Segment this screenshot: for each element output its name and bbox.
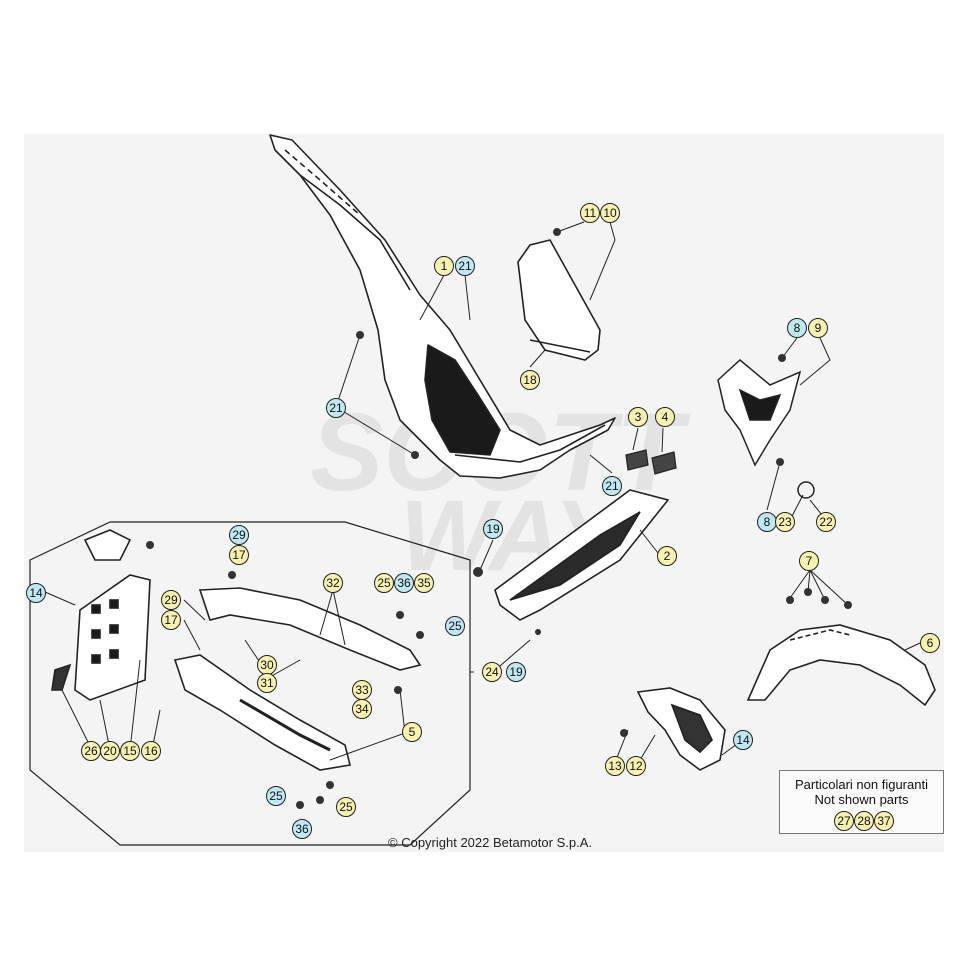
part-callout-25[interactable]: 25 <box>266 786 286 806</box>
subframe-part <box>494 489 670 621</box>
part-callout-35[interactable]: 35 <box>414 573 434 593</box>
part-callout-20[interactable]: 20 <box>100 741 120 761</box>
part-callout-30[interactable]: 30 <box>257 655 277 675</box>
part-callout-14[interactable]: 14 <box>733 730 753 750</box>
part-callout-6[interactable]: 6 <box>920 633 940 653</box>
part-callout-23[interactable]: 23 <box>775 512 795 532</box>
small-plates <box>625 449 677 475</box>
diagram-background <box>24 134 944 852</box>
part-callout-25[interactable]: 25 <box>336 797 356 817</box>
part-callout-26[interactable]: 26 <box>81 741 101 761</box>
part-callout-21[interactable]: 21 <box>602 476 622 496</box>
part-callout-5[interactable]: 5 <box>402 722 422 742</box>
part-callout-17[interactable]: 17 <box>229 545 249 565</box>
headlight-part <box>717 359 815 499</box>
part-callout-8[interactable]: 8 <box>787 318 807 338</box>
front-fender-part <box>746 624 936 707</box>
part-callout-31[interactable]: 31 <box>257 673 277 693</box>
part-callout-1[interactable]: 1 <box>434 256 454 276</box>
part-callout-25[interactable]: 25 <box>445 616 465 636</box>
part-callout-7[interactable]: 7 <box>799 551 819 571</box>
part-callout-29[interactable]: 29 <box>161 590 181 610</box>
part-callout-32[interactable]: 32 <box>323 573 343 593</box>
inset-outline <box>29 521 471 846</box>
part-callout-33[interactable]: 33 <box>352 680 372 700</box>
part-callout-9[interactable]: 9 <box>808 318 828 338</box>
legend-callout[interactable]: 37 <box>874 811 894 831</box>
part-callout-4[interactable]: 4 <box>655 407 675 427</box>
rear-fender-part <box>269 134 616 479</box>
part-callout-17[interactable]: 17 <box>161 610 181 630</box>
part-callout-12[interactable]: 12 <box>626 756 646 776</box>
part-callout-15[interactable]: 15 <box>120 741 140 761</box>
legend-callout[interactable]: 27 <box>834 811 854 831</box>
part-callout-13[interactable]: 13 <box>605 756 625 776</box>
part-callout-3[interactable]: 3 <box>628 407 648 427</box>
part-callout-19[interactable]: 19 <box>483 519 503 539</box>
part-callout-36[interactable]: 36 <box>292 819 312 839</box>
legend-line-english: Not shown parts <box>814 792 909 807</box>
part-callout-36[interactable]: 36 <box>394 573 414 593</box>
part-callout-11[interactable]: 11 <box>580 203 600 223</box>
legend-line-italian: Particolari non figuranti <box>795 777 928 792</box>
disc-guard-part <box>636 687 726 771</box>
part-callout-29[interactable]: 29 <box>229 525 249 545</box>
part-callout-16[interactable]: 16 <box>141 741 161 761</box>
side-cover-part <box>517 239 601 361</box>
part-callout-34[interactable]: 34 <box>352 699 372 719</box>
part-callout-21[interactable]: 21 <box>326 398 346 418</box>
legend-callout[interactable]: 28 <box>854 811 874 831</box>
copyright-notice: © Copyright 2022 Betamotor S.p.A. <box>388 835 592 850</box>
part-callout-10[interactable]: 10 <box>600 203 620 223</box>
part-callout-21[interactable]: 21 <box>455 256 475 276</box>
part-callout-19[interactable]: 19 <box>506 662 526 682</box>
part-callout-18[interactable]: 18 <box>520 370 540 390</box>
part-callout-22[interactable]: 22 <box>816 512 836 532</box>
fasteners <box>146 228 852 809</box>
plate-holder-part <box>51 529 151 701</box>
part-callout-14[interactable]: 14 <box>26 583 46 603</box>
rear-frame-part <box>173 587 422 771</box>
part-callout-25[interactable]: 25 <box>374 573 394 593</box>
not-shown-parts-legend: Particolari non figuranti Not shown part… <box>779 770 944 834</box>
part-callout-8[interactable]: 8 <box>757 512 777 532</box>
part-callout-2[interactable]: 2 <box>657 546 677 566</box>
part-callout-24[interactable]: 24 <box>482 662 502 682</box>
